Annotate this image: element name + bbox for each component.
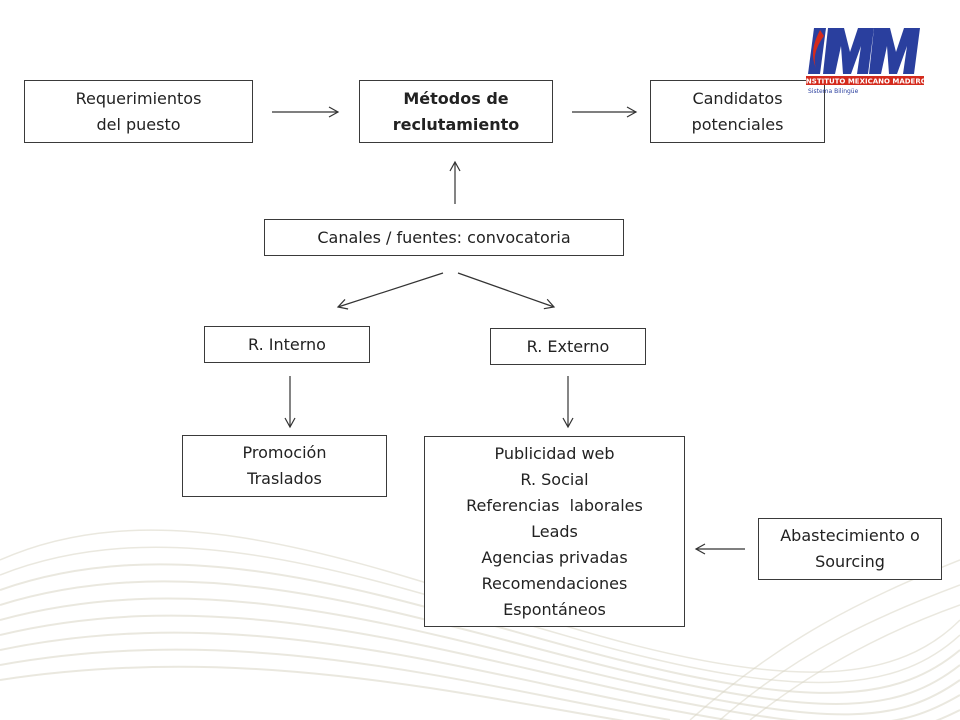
box-promocion-line-1: Promoción [242, 443, 327, 462]
box-sourcing: Abastecimiento o Sourcing [758, 518, 942, 580]
box-sourcing-line-1: Abastecimiento o [780, 526, 920, 545]
box-publicidad-line-3: Referencias laborales [466, 495, 643, 515]
box-canales: Canales / fuentes: convocatoria [264, 219, 624, 256]
box-promocion-traslados: Promoción Traslados [182, 435, 387, 497]
box-publicidad-line-4: Leads [531, 521, 578, 541]
box-publicidad-line-5: Agencias privadas [481, 547, 628, 567]
box-publicidad-line-6: Recomendaciones [481, 573, 628, 593]
logo-name-bar [806, 76, 924, 85]
box-candidatos: Candidatos potenciales [650, 80, 825, 143]
box-r-externo: R. Externo [490, 328, 646, 365]
box-candidatos-line-1: Candidatos [692, 88, 783, 108]
box-metodos-line-2: reclutamiento [392, 114, 520, 134]
box-sourcing-line-2: Sourcing [815, 552, 885, 571]
box-interno-line-1: R. Interno [248, 334, 326, 354]
box-candidatos-line-2: potenciales [691, 114, 784, 134]
logo-letters [808, 28, 920, 74]
box-requerimientos: Requerimientos del puesto [24, 80, 253, 143]
box-publicidad-fuentes: Publicidad web R. Social Referencias lab… [424, 436, 685, 627]
box-publicidad-line-1: Publicidad web [494, 443, 615, 463]
box-promocion-line-2: Traslados [247, 469, 322, 488]
arrow-canales-to-externo [457, 272, 556, 310]
box-r-interno: R. Interno [204, 326, 370, 363]
box-canales-line-1: Canales / fuentes: convocatoria [317, 227, 571, 247]
box-requerimientos-line-1: Requerimientos [75, 88, 202, 108]
imm-logo: INSTITUTO MEXICANO MADERO Sistema Biling… [806, 28, 926, 95]
logo-tagline: Sistema Bilingüe [808, 88, 859, 95]
box-metodos-line-1: Métodos de [403, 88, 509, 108]
box-publicidad-line-7: Espontáneos [503, 599, 606, 619]
arrow-canales-to-interno [336, 272, 444, 310]
box-externo-line-1: R. Externo [526, 336, 610, 356]
box-requerimientos-line-2: del puesto [96, 114, 181, 134]
logo-name: INSTITUTO MEXICANO MADERO [806, 78, 926, 86]
box-metodos-reclutamiento: Métodos de reclutamiento [359, 80, 553, 143]
box-publicidad-line-2: R. Social [520, 469, 589, 489]
